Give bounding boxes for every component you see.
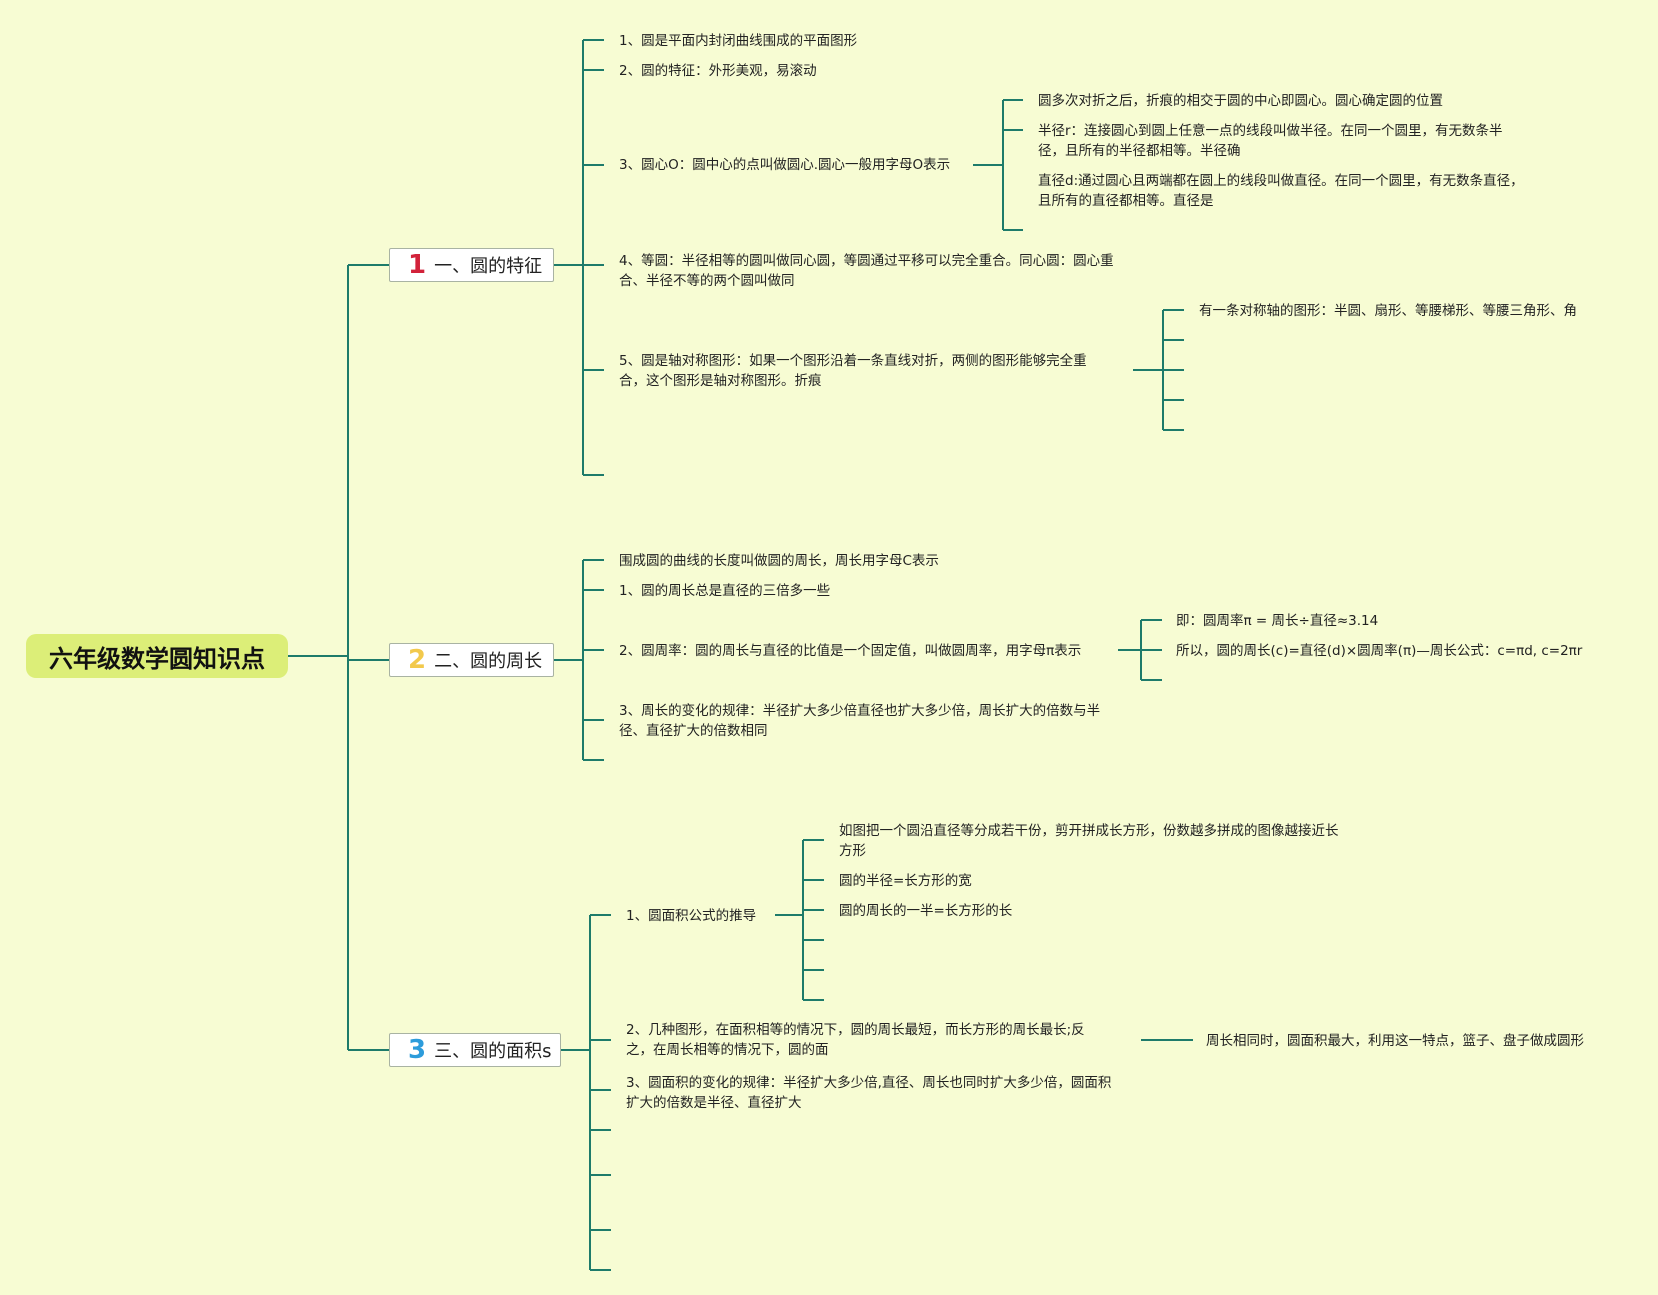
feature-item-2[interactable]: 2、圆的特征：外形美观，易滚动 [619,63,817,79]
pi-detail-2[interactable]: 所以，圆的周长(c)=直径(d)×圆周率(π)—周长公式：c=πd, c=2πr [1176,643,1583,659]
root-topic[interactable]: 六年级数学圆知识点 [26,634,288,678]
branch-circle-features[interactable]: 1 一、圆的特征 [389,248,554,282]
number-2-icon: 2 [408,645,427,675]
center-detail-1[interactable]: 圆多次对折之后，折痕的相交于圆的中心即圆心。圆心确定圆的位置 [1038,93,1443,109]
area-item-1[interactable]: 1、圆面积公式的推导 [626,908,757,924]
feature-item-5[interactable]: 5、圆是轴对称图形：如果一个图形沿着一条直线对折，两侧的图形能够完全重合，这个图… [619,353,1087,389]
perimeter-area-detail[interactable]: 周长相同时，圆面积最大，利用这一特点，篮子、盘子做成圆形 [1206,1033,1584,1049]
number-3-icon: 3 [408,1035,427,1065]
symmetry-detail-1[interactable]: 有一条对称轴的图形：半圆、扇形、等腰梯形、等腰三角形、角 [1199,303,1577,319]
area-item-3[interactable]: 3、圆面积的变化的规律：半径扩大多少倍,直径、周长也同时扩大多少倍，圆面积扩大的… [626,1075,1112,1111]
branch-circle-area[interactable]: 3 三、圆的面积s [389,1033,561,1067]
branch-label: 二、圆的周长 [434,651,543,672]
number-1-icon: 1 [408,250,427,280]
branch-label: 三、圆的面积s [434,1041,552,1062]
perimeter-definition[interactable]: 围成圆的曲线的长度叫做圆的周长，周长用字母C表示 [619,553,939,569]
perimeter-item-3[interactable]: 3、周长的变化的规律：半径扩大多少倍直径也扩大多少倍，周长扩大的倍数与半径、直径… [619,703,1101,739]
derivation-detail-2[interactable]: 圆的半径=长方形的宽 [839,873,972,889]
branch-label: 一、圆的特征 [434,256,543,277]
pi-detail-1[interactable]: 即：圆周率π = 周长÷直径≈3.14 [1176,613,1379,629]
derivation-detail-1[interactable]: 如图把一个圆沿直径等分成若干份，剪开拼成长方形，份数越多拼成的图像越接近长方形 [839,823,1339,859]
center-detail-3[interactable]: 直径d:通过圆心且两端都在圆上的线段叫做直径。在同一个圆里，有无数条直径，且所有… [1038,173,1524,209]
area-item-2[interactable]: 2、几种图形，在面积相等的情况下，圆的周长最短，而长方形的周长最长;反之，在周长… [626,1022,1085,1058]
perimeter-item-1[interactable]: 1、圆的周长总是直径的三倍多一些 [619,583,831,599]
feature-item-1[interactable]: 1、圆是平面内封闭曲线围成的平面图形 [619,33,858,49]
derivation-detail-3[interactable]: 圆的周长的一半=长方形的长 [839,903,1013,919]
center-detail-2[interactable]: 半径r：连接圆心到圆上任意一点的线段叫做半径。在同一个圆里，有无数条半径，且所有… [1038,123,1503,159]
feature-item-4[interactable]: 4、等圆：半径相等的圆叫做同心圆，等圆通过平移可以完全重合。同心圆：圆心重合、半… [619,253,1114,289]
perimeter-item-2[interactable]: 2、圆周率：圆的周长与直径的比值是一个固定值，叫做圆周率，用字母π表示 [619,643,1082,659]
branch-circle-perimeter[interactable]: 2 二、圆的周长 [389,643,554,677]
feature-item-3[interactable]: 3、圆心O：圆中心的点叫做圆心.圆心一般用字母O表示 [619,157,951,173]
